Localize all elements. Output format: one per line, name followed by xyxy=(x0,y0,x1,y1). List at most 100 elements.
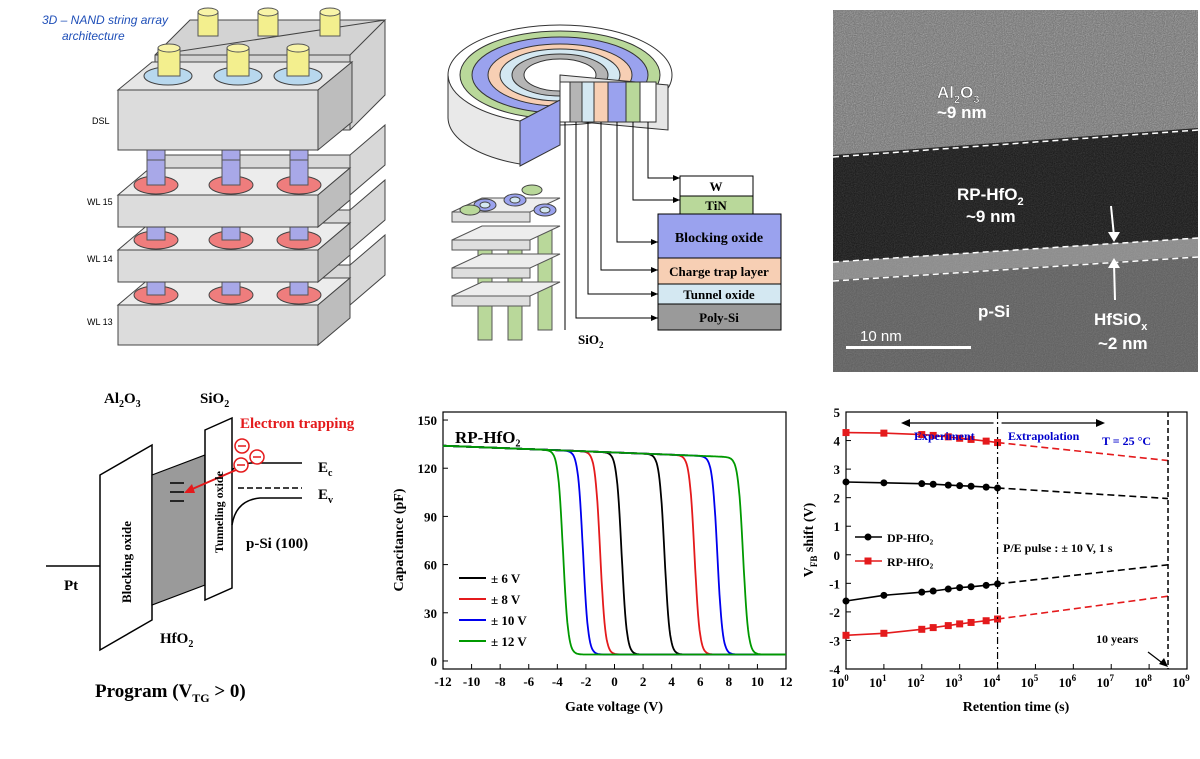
tem-rp-thickness: ~9 nm xyxy=(966,207,1016,226)
svg-text:Blocking oxide: Blocking oxide xyxy=(675,231,763,246)
ret-legend: DP-HfO₂ RP-HfO₂ xyxy=(855,531,934,569)
cv-x-tick-label: 10 xyxy=(751,674,764,689)
ret-point xyxy=(982,483,990,491)
ret-point xyxy=(956,584,964,592)
ret-point xyxy=(956,482,964,490)
ret-x-tick-label: 107 xyxy=(1096,673,1114,690)
ret-pulse-label: P/E pulse : ± 10 V, 1 s xyxy=(1003,541,1113,555)
ret-plot-frame xyxy=(845,411,1188,670)
tem-psi-label: p-Si xyxy=(978,302,1010,321)
electron-trapping-label: Electron trapping xyxy=(240,416,355,432)
valence-band xyxy=(231,497,302,526)
ret-extrapolation-line xyxy=(997,563,1169,585)
label-wl13: WL 13 xyxy=(87,317,113,327)
ec-label: Ec xyxy=(318,460,333,479)
arrowheads xyxy=(651,175,680,321)
ret-point xyxy=(880,629,888,637)
ret-point xyxy=(956,434,964,442)
cv-x-tick-label: 2 xyxy=(640,674,647,689)
cv-legend-label: ± 12 V xyxy=(491,634,527,649)
tunneling-oxide-barrier xyxy=(204,416,233,602)
tem-al2o3-label: Al2O3 xyxy=(937,83,979,106)
layer-poly-si xyxy=(657,303,782,331)
contact-plugs xyxy=(157,7,341,77)
tem-hfsiox-label: HfSiOx xyxy=(1094,310,1148,333)
small-array-sketch xyxy=(451,184,561,341)
leader-lines xyxy=(564,122,680,330)
sio2-label: SiO2 xyxy=(578,332,604,350)
svg-text:W: W xyxy=(710,179,723,194)
ret-point xyxy=(944,433,952,441)
panel-a-title-line2: architecture xyxy=(62,29,125,43)
label-dsl: DSL xyxy=(92,116,110,126)
ret-extrapolation-line xyxy=(997,595,1169,620)
cv-x-tick-label: -10 xyxy=(463,674,480,689)
interface-dashed-lines xyxy=(832,129,1199,282)
ret-point xyxy=(918,480,926,488)
cv-legend-label: ± 6 V xyxy=(491,571,521,586)
tem-hfsiox-thickness: ~2 nm xyxy=(1098,334,1148,353)
panel-a-title-line1: 3D – NAND string array xyxy=(42,13,169,27)
svg-text:Tunnel oxide: Tunnel oxide xyxy=(683,287,755,302)
ret-series xyxy=(842,429,1169,639)
svg-text:TiN: TiN xyxy=(705,198,727,213)
ret-x-tick-label: 105 xyxy=(1021,673,1039,690)
ret-y-tick-label: 0 xyxy=(834,548,841,563)
hfo2-trap-layer xyxy=(151,454,206,606)
cv-title: RP-HfO₂ xyxy=(455,428,521,447)
ret-extrapolation-line xyxy=(997,487,1169,500)
ret-y-tick-label: -3 xyxy=(829,633,840,648)
cv-x-tick-label: -12 xyxy=(434,674,451,689)
blocking-oxide-label: Blocking oxide xyxy=(119,521,134,603)
ret-temperature-label: T = 25 °C xyxy=(1102,434,1151,448)
tem-scalebar xyxy=(846,346,971,349)
band-al2o3-label: Al2O3 xyxy=(104,391,141,410)
ret-x-tick-label: 102 xyxy=(907,673,925,690)
ret-ten-years-label: 10 years xyxy=(1096,632,1139,646)
ret-point xyxy=(929,480,937,488)
cv-x-tick-label: 8 xyxy=(726,674,733,689)
ret-y-tick-label: -2 xyxy=(829,605,840,620)
ev-label: Ev xyxy=(318,487,333,506)
ret-y-tick-label: -4 xyxy=(829,662,840,677)
ret-point xyxy=(967,482,975,490)
ret-point xyxy=(929,624,937,632)
cv-x-tick-label: -6 xyxy=(523,674,534,689)
cv-curves xyxy=(442,444,786,656)
wl15-slab xyxy=(116,159,352,229)
ret-x-tick-label: 109 xyxy=(1172,673,1190,690)
ret-point xyxy=(842,631,850,639)
cv-curve-sweep-right xyxy=(442,444,786,656)
electron-icons xyxy=(233,438,265,473)
ret-legend-label: RP-HfO₂ xyxy=(887,555,934,569)
ret-y-tick-label: 4 xyxy=(834,434,841,449)
label-wl15: WL 15 xyxy=(87,197,113,207)
program-caption: Program (VTG > 0) xyxy=(95,681,246,705)
ret-point xyxy=(967,618,975,626)
ret-x-tick-label: 103 xyxy=(945,673,963,690)
ret-point xyxy=(880,479,888,487)
ret-point xyxy=(929,587,937,595)
cv-x-tick-label: -4 xyxy=(552,674,563,689)
ret-x-tick-label: 106 xyxy=(1059,673,1077,690)
pt-label: Pt xyxy=(64,578,78,594)
panel-b-cell-cross-section: W TiN Blocking oxide Charge trap layer T… xyxy=(447,24,782,350)
ret-point xyxy=(880,591,888,599)
psi-100-label: p-Si (100) xyxy=(246,536,308,552)
tem-rp-hfo2-label: RP-HfO2 xyxy=(957,185,1024,208)
cv-y-tick-label: 60 xyxy=(424,558,437,573)
ret-legend-label: DP-HfO₂ xyxy=(887,531,934,545)
ret-x-tick-label: 108 xyxy=(1134,673,1152,690)
cv-legend-label: ± 8 V xyxy=(491,592,521,607)
ret-y-tick-label: 2 xyxy=(834,491,841,506)
svg-text:Charge trap layer: Charge trap layer xyxy=(669,264,769,279)
cv-y-tick-label: 0 xyxy=(431,654,438,669)
cv-legend: ± 6 V± 8 V± 10 V± 12 V xyxy=(459,571,527,649)
ret-point xyxy=(944,585,952,593)
ret-point xyxy=(944,622,952,630)
ret-point xyxy=(982,437,990,445)
